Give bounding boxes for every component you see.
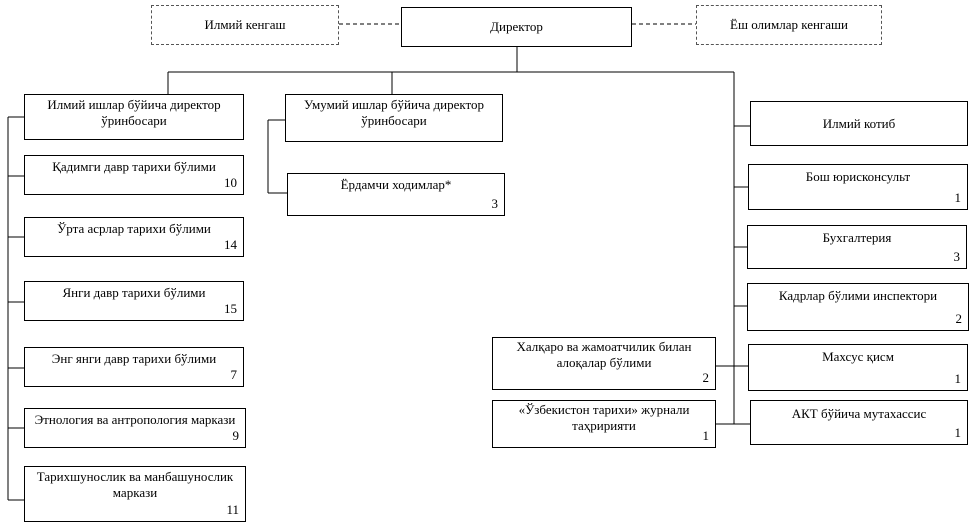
unit-label: Бухгалтерия <box>822 230 892 245</box>
staff-count: 14 <box>224 237 237 252</box>
staff-count: 2 <box>955 311 963 326</box>
deputy-general-box: Умумий ишлар бўйича директор ўринбосари <box>285 94 503 142</box>
department-label: Қадимги давр тарихи бўлими <box>52 159 216 174</box>
department-label: Ўрта асрлар тарихи бўлими <box>57 221 211 236</box>
department-box: Этнология ва антропология маркази 9 <box>24 408 246 448</box>
scientific-council-label: Илмий кенгаш <box>204 17 286 32</box>
deputy-science-box: Илмий ишлар бўйича директор ўринбосари <box>24 94 244 140</box>
deputy-science-label: Илмий ишлар бўйича директор ўринбосари <box>47 97 221 128</box>
young-scientists-council-label: Ёш олимлар кенгаши <box>730 17 848 32</box>
director-label: Директор <box>490 19 543 34</box>
department-label: Энг янги давр тарихи бўлими <box>51 351 217 366</box>
department-box: Қадимги давр тарихи бўлими 10 <box>24 155 244 195</box>
staff-count: 1 <box>702 428 710 443</box>
staff-count: 10 <box>224 175 237 190</box>
department-box: Энг янги давр тарихи бўлими 7 <box>24 347 244 387</box>
staff-count: 1 <box>954 190 962 205</box>
department-box: Тарихшунослик ва манбашунослик маркази 1… <box>24 466 246 522</box>
department-label: Янги давр тарихи бўлими <box>62 285 206 300</box>
staff-count: 3 <box>491 196 499 211</box>
unit-label: АКТ бўйича мутахассис <box>791 406 927 421</box>
department-label: Тарихшунослик ва манбашунослик маркази <box>36 469 234 500</box>
staff-count: 11 <box>226 502 239 517</box>
staff-count: 7 <box>230 367 238 382</box>
unit-label: Бош юрисконсульт <box>805 169 911 184</box>
unit-box: Махсус қисм 1 <box>748 344 968 391</box>
department-box: Ўрта асрлар тарихи бўлими 14 <box>24 217 244 257</box>
side-unit-box: «Ўзбекистон тарихи» журнали таҳририяти 1 <box>492 400 716 448</box>
staff-count: 3 <box>953 249 961 264</box>
department-box: Янги давр тарихи бўлими 15 <box>24 281 244 321</box>
scientific-secretary-label: Илмий котиб <box>822 115 896 131</box>
unit-box: Кадрлар бўлими инспектори 2 <box>747 283 969 331</box>
side-unit-box: Халқаро ва жамоатчилик билан алоқалар бў… <box>492 337 716 390</box>
young-scientists-council-box: Ёш олимлар кенгаши <box>696 5 882 45</box>
staff-count: 15 <box>224 301 237 316</box>
unit-box: Бош юрисконсульт 1 <box>748 164 968 210</box>
staff-count: 1 <box>954 425 962 440</box>
scientific-secretary-box: Илмий котиб <box>750 101 968 146</box>
support-staff-box: Ёрдамчи ходимлар* 3 <box>287 173 505 216</box>
director-box: Директор <box>401 7 632 47</box>
department-label: Этнология ва антропология маркази <box>34 412 236 427</box>
staff-count: 2 <box>702 370 710 385</box>
support-staff-label: Ёрдамчи ходимлар* <box>340 177 452 192</box>
unit-label: Махсус қисм <box>822 349 894 364</box>
unit-box: Бухгалтерия 3 <box>747 225 967 269</box>
deputy-general-label: Умумий ишлар бўйича директор ўринбосари <box>303 97 485 128</box>
scientific-council-box: Илмий кенгаш <box>151 5 339 45</box>
unit-label: Кадрлар бўлими инспектори <box>778 288 938 303</box>
staff-count: 9 <box>232 428 240 443</box>
side-unit-label: «Ўзбекистон тарихи» журнали таҳририяти <box>518 402 690 433</box>
side-unit-label: Халқаро ва жамоатчилик билан алоқалар бў… <box>516 339 692 370</box>
staff-count: 1 <box>954 371 962 386</box>
unit-box: АКТ бўйича мутахассис 1 <box>750 400 968 445</box>
